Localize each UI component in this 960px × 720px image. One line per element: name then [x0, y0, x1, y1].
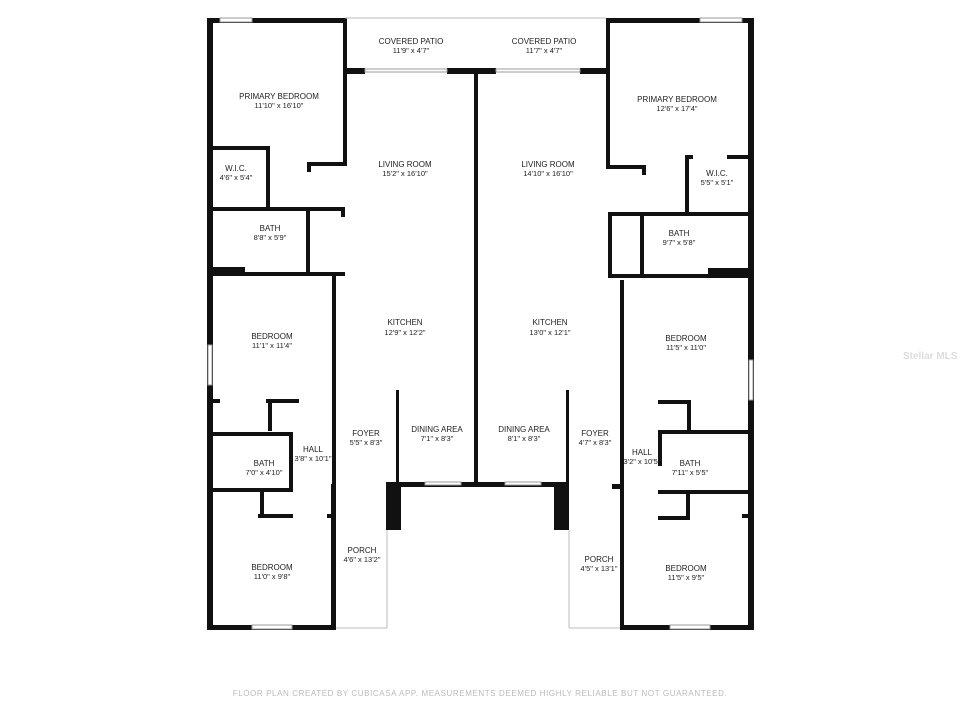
svg-text:3'2" x 10'5": 3'2" x 10'5" [624, 457, 661, 466]
svg-text:11'0" x 9'8": 11'0" x 9'8" [254, 572, 291, 581]
windows [207, 17, 754, 630]
svg-text:BATH: BATH [260, 224, 281, 233]
svg-text:W.I.C.: W.I.C. [706, 169, 728, 178]
svg-text:11'10" x 16'10": 11'10" x 16'10" [255, 101, 304, 110]
svg-text:5'5" x 5'1": 5'5" x 5'1" [701, 178, 734, 187]
svg-text:11'1" x 11'4": 11'1" x 11'4" [252, 341, 292, 350]
svg-text:4'6" x 13'2": 4'6" x 13'2" [344, 555, 381, 564]
svg-text:7'1" x 8'3": 7'1" x 8'3" [421, 434, 454, 443]
svg-text:BEDROOM: BEDROOM [665, 564, 707, 573]
svg-text:11'5" x 11'0": 11'5" x 11'0" [666, 343, 706, 352]
svg-text:DINING AREA: DINING AREA [411, 425, 463, 434]
svg-text:PORCH: PORCH [585, 555, 614, 564]
room-wic-left: W.I.C.4'6" x 5'4" [220, 164, 253, 182]
svg-text:11'7" x 4'7": 11'7" x 4'7" [526, 46, 563, 55]
svg-text:7'11" x 5'5": 7'11" x 5'5" [672, 468, 709, 477]
svg-text:11'9" x 4'7": 11'9" x 4'7" [393, 46, 430, 55]
svg-text:9'7" x 5'8": 9'7" x 5'8" [663, 238, 696, 247]
svg-text:5'5" x 8'3": 5'5" x 8'3" [350, 438, 383, 447]
svg-text:FOYER: FOYER [581, 429, 609, 438]
svg-text:KITCHEN: KITCHEN [532, 318, 567, 327]
svg-text:7'0" x 4'10": 7'0" x 4'10" [246, 468, 283, 477]
room-wic-right: W.I.C.5'5" x 5'1" [701, 169, 734, 187]
svg-text:3'8" x 10'1": 3'8" x 10'1" [295, 454, 332, 463]
watermark: Stellar MLS [903, 351, 958, 362]
svg-text:DINING AREA: DINING AREA [498, 425, 550, 434]
open-edges [336, 17, 620, 629]
svg-text:8'1" x 8'3": 8'1" x 8'3" [508, 434, 541, 443]
svg-text:BATH: BATH [680, 459, 701, 468]
svg-text:HALL: HALL [303, 445, 324, 454]
svg-text:HALL: HALL [632, 448, 653, 457]
walls [207, 18, 754, 630]
svg-text:PRIMARY BEDROOM: PRIMARY BEDROOM [637, 95, 717, 104]
svg-text:BEDROOM: BEDROOM [665, 334, 707, 343]
svg-text:PRIMARY BEDROOM: PRIMARY BEDROOM [239, 92, 319, 101]
svg-text:COVERED PATIO: COVERED PATIO [512, 37, 577, 46]
svg-text:W.I.C.: W.I.C. [225, 164, 247, 173]
svg-text:4'6" x 5'4": 4'6" x 5'4" [220, 173, 253, 182]
svg-text:KITCHEN: KITCHEN [387, 318, 422, 327]
svg-text:PORCH: PORCH [348, 546, 377, 555]
svg-text:BEDROOM: BEDROOM [251, 563, 293, 572]
svg-text:BATH: BATH [669, 229, 690, 238]
svg-text:4'5" x 13'1": 4'5" x 13'1" [581, 564, 618, 573]
svg-text:COVERED PATIO: COVERED PATIO [379, 37, 444, 46]
svg-text:13'0" x 12'1": 13'0" x 12'1" [529, 328, 570, 337]
svg-text:15'2" x 16'10": 15'2" x 16'10" [382, 169, 428, 178]
svg-text:4'7" x 8'3": 4'7" x 8'3" [579, 438, 612, 447]
svg-text:BATH: BATH [254, 459, 275, 468]
svg-text:FOYER: FOYER [352, 429, 380, 438]
svg-text:BEDROOM: BEDROOM [251, 332, 293, 341]
footer-disclaimer: FLOOR PLAN CREATED BY CUBICASA APP. MEAS… [232, 689, 728, 698]
svg-text:12'9" x 12'2": 12'9" x 12'2" [384, 328, 425, 337]
svg-text:8'8" x 5'9": 8'8" x 5'9" [254, 233, 287, 242]
svg-text:14'10" x 16'10": 14'10" x 16'10" [523, 169, 573, 178]
svg-text:11'5" x 9'5": 11'5" x 9'5" [668, 573, 705, 582]
svg-text:LIVING ROOM: LIVING ROOM [378, 160, 432, 169]
svg-text:LIVING ROOM: LIVING ROOM [521, 160, 575, 169]
svg-text:12'6" x 17'4": 12'6" x 17'4" [656, 104, 697, 113]
